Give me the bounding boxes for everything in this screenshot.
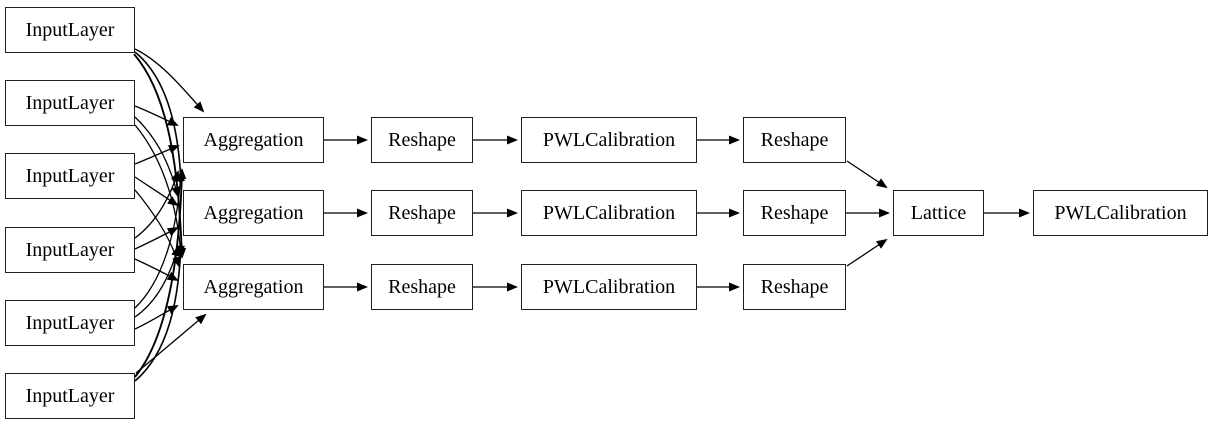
edge-input_1-agg_2 xyxy=(134,51,186,186)
edge-input_6-agg_2 xyxy=(134,241,186,382)
edge-input_3-agg_3 xyxy=(134,189,181,268)
edge-reshape_b1-lattice xyxy=(846,160,888,189)
node-input_5: InputLayer xyxy=(5,300,135,346)
node-input_6: InputLayer xyxy=(5,373,135,419)
node-reshape_a1: Reshape xyxy=(371,117,473,163)
node-pwl_2: PWLCalibration xyxy=(521,190,697,236)
node-input_3: InputLayer xyxy=(5,153,135,199)
edge-input_1-agg_1 xyxy=(134,48,205,113)
node-input_1: InputLayer xyxy=(5,7,135,53)
node-reshape_b1: Reshape xyxy=(743,117,846,163)
node-agg_1: Aggregation xyxy=(183,117,324,163)
edge-input_6-agg_3 xyxy=(135,313,207,374)
edge-input_2-agg_1 xyxy=(134,105,179,126)
edge-input_4-agg_1 xyxy=(134,170,180,239)
node-reshape_b2: Reshape xyxy=(743,190,846,236)
node-input_2: InputLayer xyxy=(5,80,135,126)
edge-input_3-agg_1 xyxy=(134,145,180,165)
node-reshape_b3: Reshape xyxy=(743,264,846,310)
edge-input_2-agg_2 xyxy=(134,116,181,198)
edge-input_5-agg_1 xyxy=(134,170,185,309)
edge-input_4-agg_3 xyxy=(134,258,179,281)
edge-reshape_b3-lattice xyxy=(846,238,888,267)
edge-input_6-agg_1 xyxy=(134,168,187,378)
edge-input_2-agg_3 xyxy=(134,124,185,257)
edge-input_1-agg_3 xyxy=(133,53,187,259)
node-reshape_a3: Reshape xyxy=(371,264,473,310)
edge-input_3-agg_2 xyxy=(134,176,179,207)
node-reshape_a2: Reshape xyxy=(371,190,473,236)
node-pwl_1: PWLCalibration xyxy=(521,117,697,163)
node-lattice: Lattice xyxy=(893,190,984,236)
node-agg_3: Aggregation xyxy=(183,264,324,310)
node-pwl_3: PWLCalibration xyxy=(521,264,697,310)
node-agg_2: Aggregation xyxy=(183,190,324,236)
node-pwl_out: PWLCalibration xyxy=(1033,190,1208,236)
node-input_4: InputLayer xyxy=(5,227,135,273)
